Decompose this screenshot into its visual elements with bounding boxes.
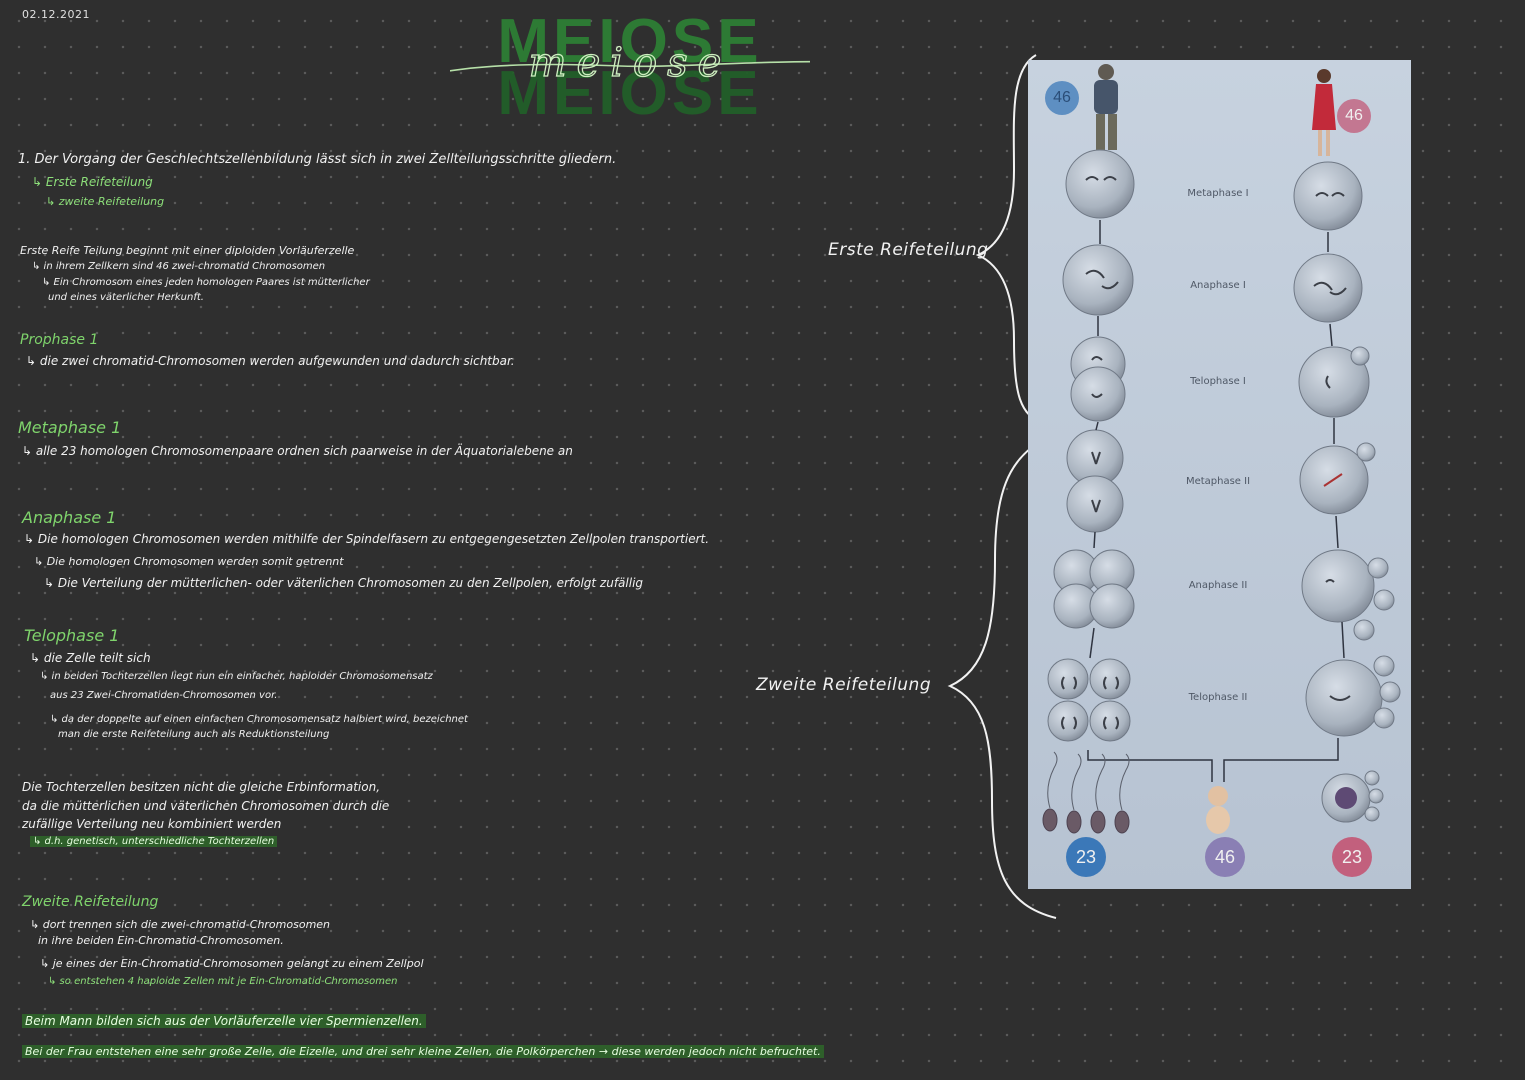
metaphase-heading: Metaphase 1 bbox=[18, 418, 122, 437]
anaphase-line-2: ↳ Die homologen Chromosomen werden somit… bbox=[34, 555, 344, 568]
child-figure bbox=[1206, 786, 1230, 834]
stage-label-metaphase-1: Metaphase I bbox=[1187, 188, 1249, 199]
man-figure bbox=[1094, 64, 1118, 150]
title-graphic: MEIOSE MEIOSE meiose bbox=[431, 7, 861, 128]
first-division-line-2: ↳ in ihrem Zellkern sind 46 zwei-chromat… bbox=[32, 261, 326, 272]
woman-chromosome-badge: 46 bbox=[1345, 107, 1363, 124]
second-division-line-1: ↳ dort trennen sich die zwei-chromatid-C… bbox=[30, 918, 331, 931]
telophase-line-2: ↳ in beiden Tochterzellen liegt nun ein … bbox=[40, 671, 433, 682]
anaphase-line-1: ↳ Die homologen Chromosomen werden mithi… bbox=[24, 532, 710, 546]
child-badge-disc bbox=[1205, 837, 1245, 877]
fertilisation-arrows bbox=[1087, 738, 1339, 782]
prophase-heading: Prophase 1 bbox=[20, 332, 99, 348]
meiosis-diagram bbox=[1042, 64, 1401, 877]
stage-label-metaphase-2: Metaphase II bbox=[1185, 476, 1251, 487]
male-meiosis-column bbox=[1047, 149, 1135, 742]
telophase-line-3: aus 23 Zwei-Chromatiden-Chromosomen vor. bbox=[50, 690, 278, 701]
sperm-cells bbox=[1042, 751, 1130, 834]
first-division-line-3: ↳ Ein Chromosom eines jeden homologen Pa… bbox=[42, 277, 370, 288]
title-script: meiose bbox=[529, 40, 732, 86]
woman-summary: Bei der Frau entstehen eine sehr große Z… bbox=[22, 1045, 824, 1058]
first-division-line-4: und eines väterlicher Herkunft. bbox=[48, 292, 204, 303]
anaphase-heading: Anaphase 1 bbox=[22, 508, 117, 527]
second-division-line-4: ↳ so entstehen 4 haploide Zellen mit je … bbox=[48, 976, 398, 987]
intro-text: 1. Der Vorgang der Geschlechtszellenbild… bbox=[18, 152, 617, 167]
sperm-badge-disc bbox=[1066, 837, 1106, 877]
telophase-line-4: ↳ da der doppelte auf einen einfachen Ch… bbox=[50, 714, 468, 725]
first-division-line-1: Erste Reife Teilung beginnt mit einer di… bbox=[20, 244, 355, 257]
egg-badge-disc bbox=[1332, 837, 1372, 877]
daughter-cells-line-4: ↳ d.h. genetisch, unterschiedliche Tocht… bbox=[30, 836, 278, 847]
telophase-heading: Telophase 1 bbox=[24, 626, 120, 645]
page-title: MEIOSE MEIOSE meiose bbox=[431, 4, 861, 128]
telophase-line-5: man die erste Reifeteilung auch als Redu… bbox=[58, 729, 330, 740]
intro-sub-first: ↳ Erste Reifeteilung bbox=[32, 175, 153, 189]
stage-label-anaphase-2: Anaphase II bbox=[1188, 580, 1248, 591]
man-summary: Beim Mann bilden sich aus der Vorläuferz… bbox=[22, 1014, 426, 1028]
bracket-label-second: Zweite Reifeteilung bbox=[756, 675, 932, 695]
title-flourish bbox=[431, 60, 861, 75]
intro-sub-second: ↳ zweite Reifeteilung bbox=[46, 195, 165, 208]
egg-chromosome-badge: 23 bbox=[1341, 847, 1363, 867]
child-chromosome-badge: 46 bbox=[1214, 847, 1236, 867]
man-chromosome-badge: 46 bbox=[1053, 89, 1071, 106]
woman-figure bbox=[1312, 69, 1336, 156]
date-label: 02.12.2021 bbox=[22, 8, 90, 21]
second-division-line-3: ↳ je eines der Ein-Chromatid-Chromosomen… bbox=[40, 957, 424, 970]
daughter-cells-line-1: Die Tochterzellen besitzen nicht die gle… bbox=[22, 780, 381, 794]
sperm-chromosome-badge: 23 bbox=[1075, 847, 1097, 867]
second-division-heading: Zweite Reifeteilung bbox=[22, 894, 159, 910]
stage-label-telophase-2: Telophase II bbox=[1188, 692, 1248, 703]
female-meiosis-column bbox=[1293, 161, 1401, 823]
man-badge-disc bbox=[1045, 81, 1079, 115]
stage-label-telophase-1: Telophase I bbox=[1190, 376, 1246, 387]
meiosis-figure: Metaphase I Anaphase I Telophase I Metap… bbox=[1028, 60, 1411, 889]
metaphase-line-1: ↳ alle 23 homologen Chromosomenpaare ord… bbox=[22, 444, 573, 458]
telophase-line-1: ↳ die Zelle teilt sich bbox=[30, 651, 151, 665]
daughter-cells-line-3: zufällige Verteilung neu kombiniert werd… bbox=[22, 817, 282, 831]
stage-label-anaphase-1: Anaphase I bbox=[1190, 280, 1246, 291]
daughter-cells-line-2: da die mütterlichen und väterlichen Chro… bbox=[22, 799, 390, 813]
bracket-label-first: Erste Reifeteilung bbox=[828, 240, 989, 260]
prophase-line-1: ↳ die zwei chromatid-Chromosomen werden … bbox=[26, 354, 515, 368]
anaphase-line-3: ↳ Die Verteilung der mütterlichen- oder … bbox=[44, 576, 644, 590]
woman-badge-disc bbox=[1337, 99, 1371, 133]
second-division-line-2: in ihre beiden Ein-Chromatid-Chromosomen… bbox=[38, 934, 284, 947]
